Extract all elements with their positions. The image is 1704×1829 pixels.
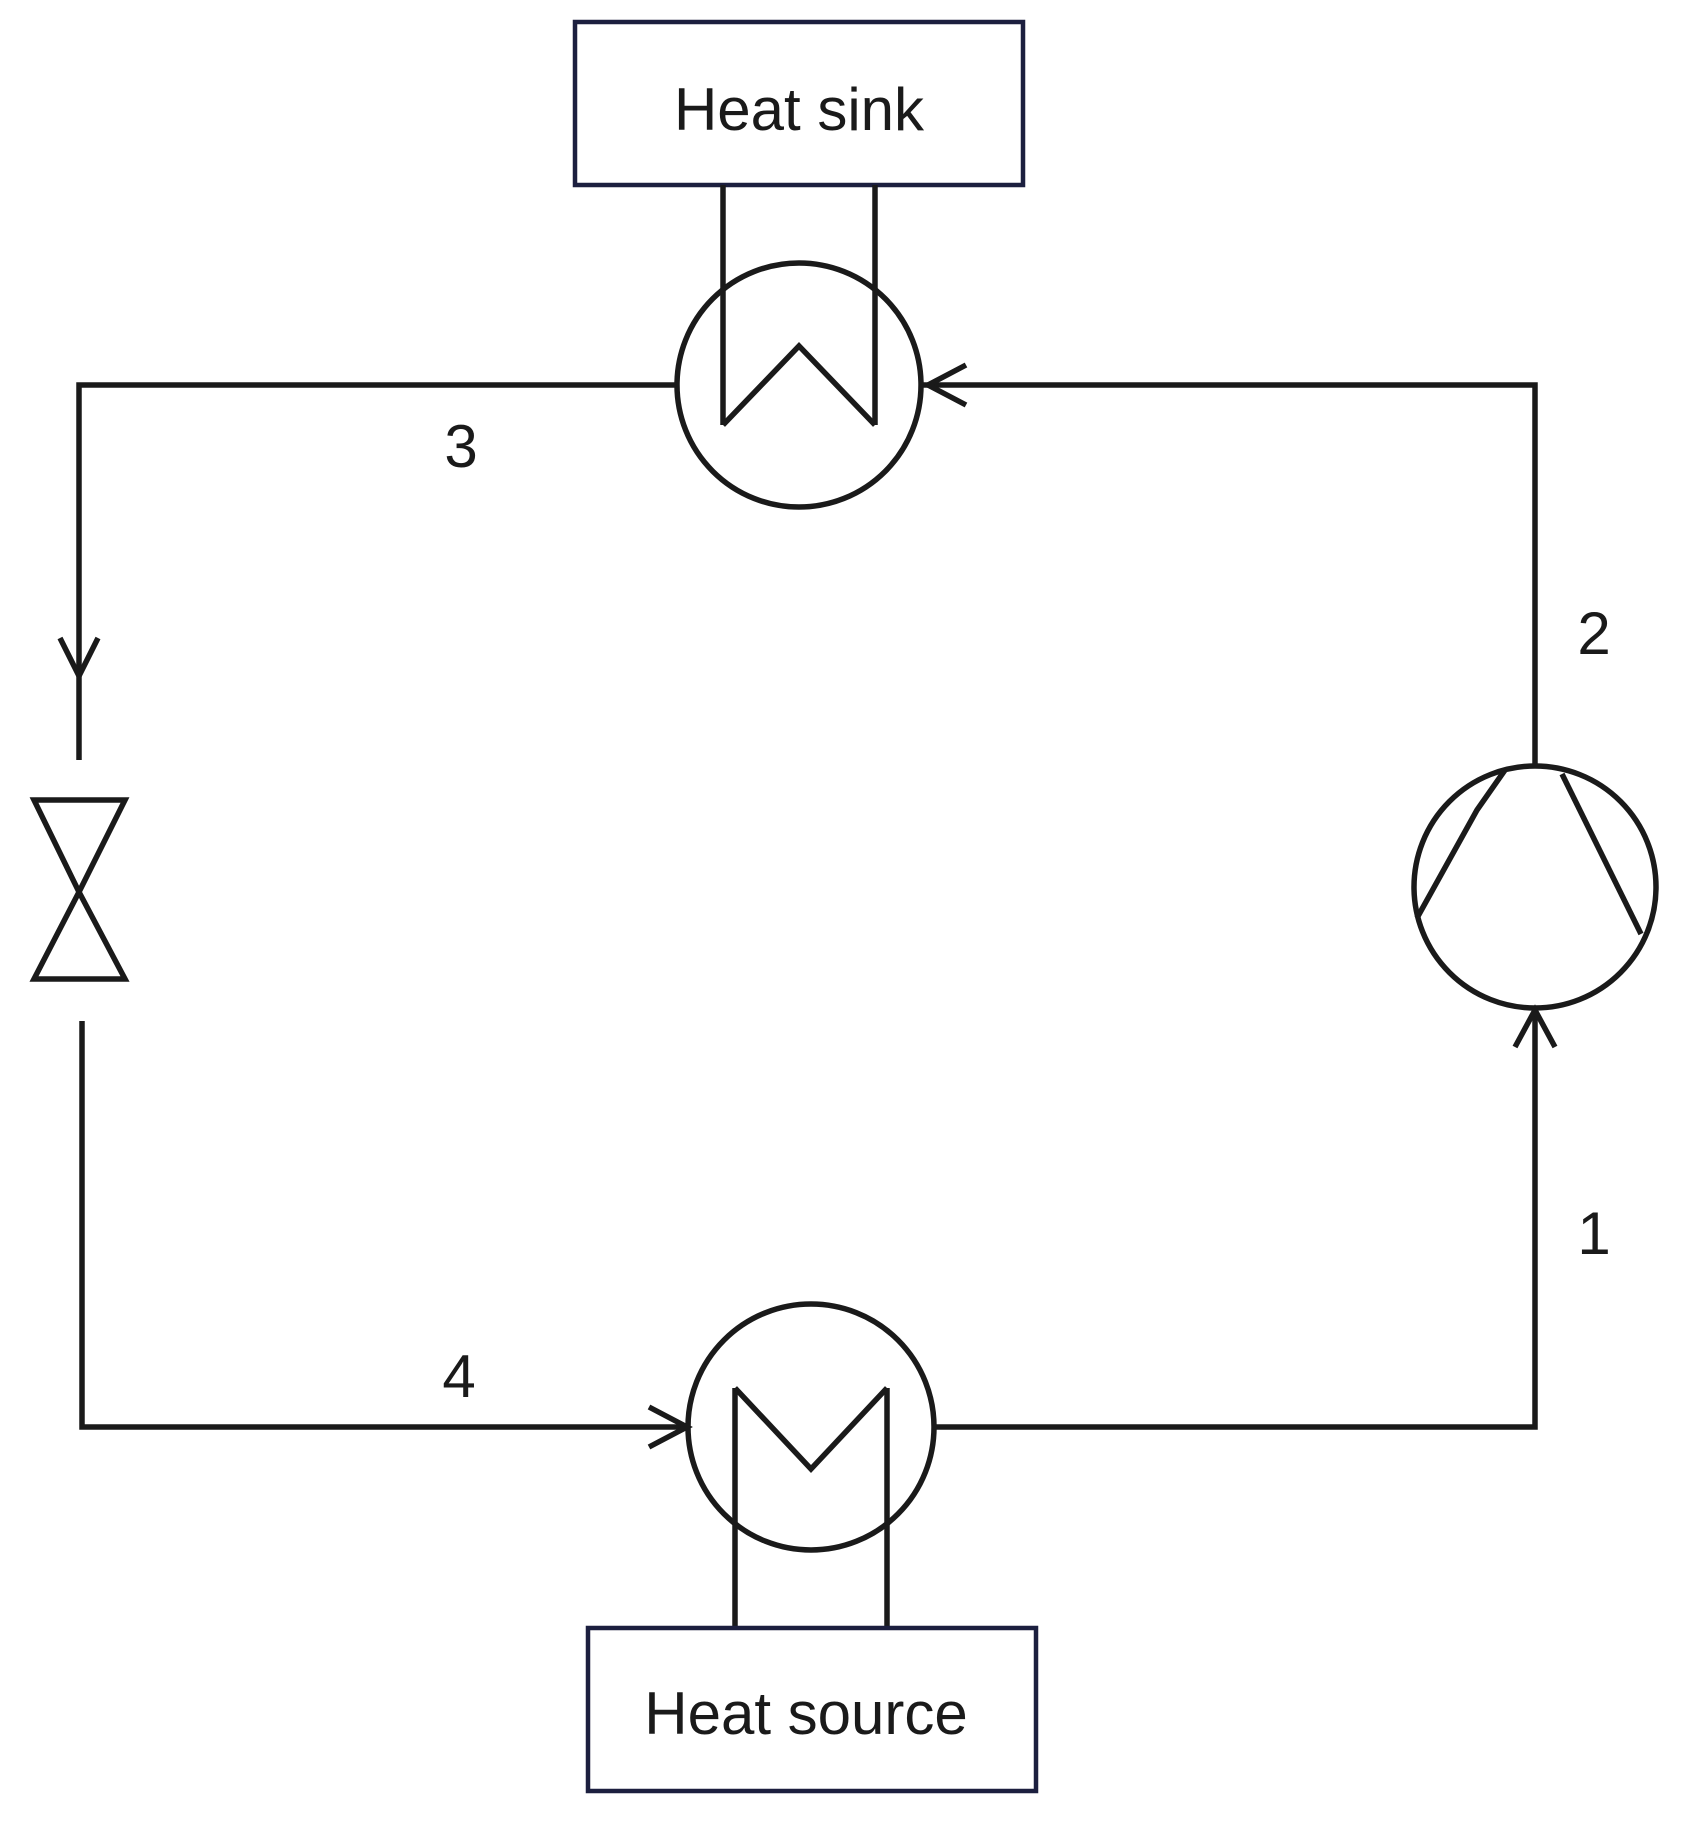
condenser-heat-exchanger (674, 260, 924, 510)
evaporator-circle (685, 1301, 937, 1553)
expansion-valve (29, 797, 130, 982)
heat-source-box (585, 1625, 1039, 1794)
condenser-coil (721, 342, 877, 427)
valve-lower-triangle (29, 886, 130, 982)
heat-sink-label: Heat sink (674, 76, 925, 143)
pipe-4-to-evaporator (79, 1021, 687, 1430)
pipe-1-to-compressor (934, 1006, 1538, 1430)
flow-arrow-into-condenser (922, 362, 968, 408)
heat-source-label: Heat source (644, 1680, 968, 1747)
evaporator-heat-exchanger (685, 1301, 937, 1553)
compressor-right-blade (1559, 772, 1644, 936)
flow-arrow-down-to-valve (57, 636, 101, 683)
valve-upper-triangle (29, 797, 130, 899)
state-point-1: 1 (1577, 1200, 1610, 1267)
state-point-3: 3 (444, 413, 477, 480)
compressor (1411, 763, 1659, 1011)
state-point-2: 2 (1577, 600, 1610, 667)
pipe-3-to-valve (76, 382, 677, 760)
pipe-2-to-condenser (921, 382, 1538, 768)
heat-sink: Heat sink (572, 19, 1026, 188)
compressor-circle (1411, 763, 1659, 1011)
evaporator-coil (732, 1386, 890, 1474)
condenser-circle (674, 260, 924, 510)
state-point-4: 4 (442, 1343, 475, 1410)
heat-source: Heat source (585, 1625, 1039, 1794)
compressor-left-blade (1414, 768, 1508, 920)
heat-sink-box (572, 19, 1026, 188)
